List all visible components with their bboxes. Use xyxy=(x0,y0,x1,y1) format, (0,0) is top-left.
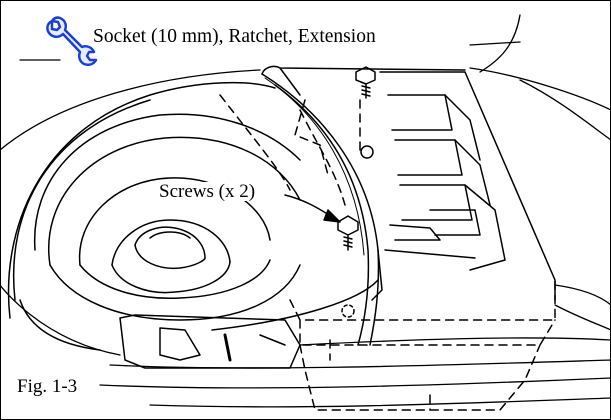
storage-compartments xyxy=(379,71,556,301)
screws-callout-label: Screws (x 2) xyxy=(157,181,258,202)
hidden-edge-outlines xyxy=(219,94,556,411)
wrench-icon xyxy=(46,16,98,67)
screw-upper xyxy=(355,66,376,99)
hidden-screw-hole xyxy=(341,304,355,318)
screws-leader-arrow xyxy=(284,194,341,223)
trunk-floor-outline xyxy=(0,14,611,408)
tray-front-lip xyxy=(119,314,301,369)
required-tools-text: Socket (10 mm), Ratchet, Extension xyxy=(93,26,376,47)
figure-number-label: Fig. 1-3 xyxy=(17,376,78,397)
screw-lower xyxy=(337,215,359,251)
spare-tire-well xyxy=(7,81,301,351)
